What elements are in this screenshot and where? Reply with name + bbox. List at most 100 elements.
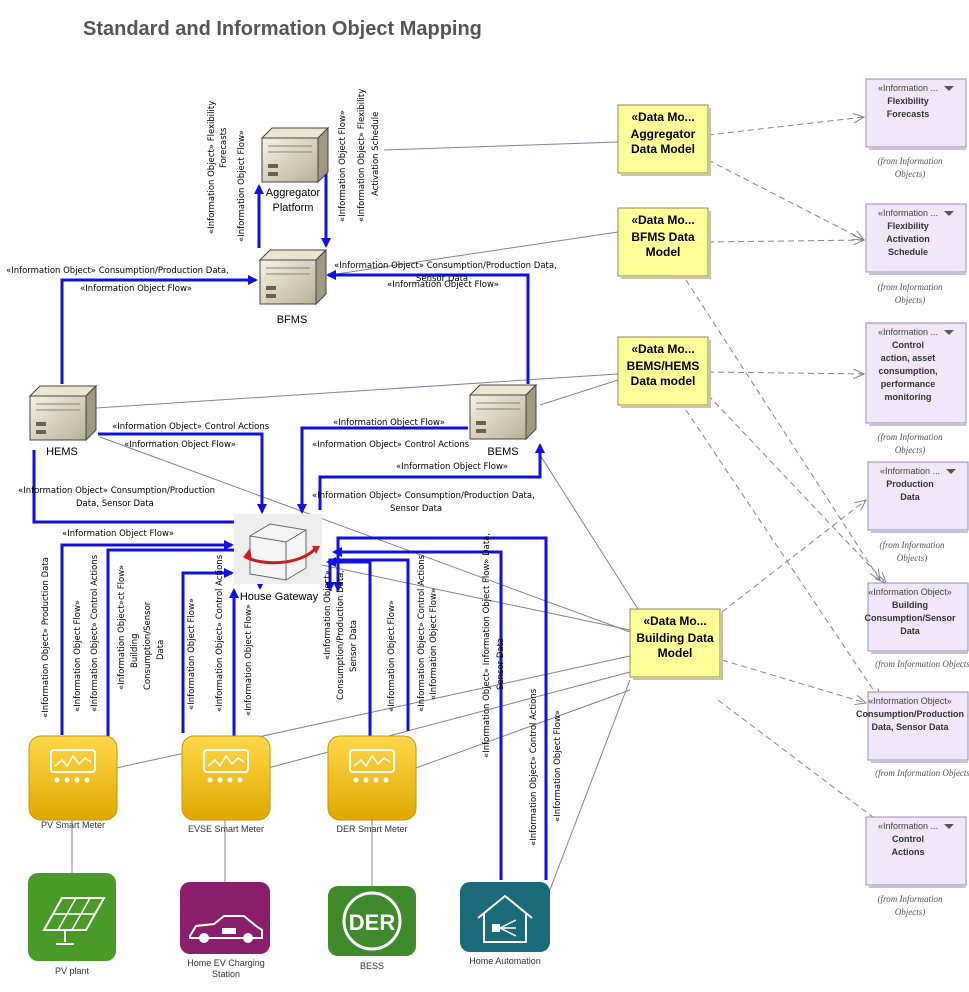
- ev-station-label-line1: Home EV Charging: [187, 958, 265, 968]
- information-object-box[interactable]: «Information ...FlexibilityActivationSch…: [865, 203, 967, 275]
- flow-label-rotated: «Information Object Flow»: [187, 598, 197, 710]
- data-model-name-line1: BFMS Data: [631, 230, 695, 244]
- information-object-stereotype: «Information ...: [880, 466, 940, 476]
- flow-label: «Information Object Flow»: [80, 284, 192, 294]
- flow-label-rotated: «Information Object Flow»: [429, 588, 439, 700]
- from-information-objects-note: (from Information: [880, 540, 945, 550]
- dependency-line: [717, 699, 890, 830]
- information-flow: [60, 275, 258, 384]
- information-object-stereotype: «Information Object»: [868, 587, 952, 597]
- flow-label-rotated: Data: [156, 640, 166, 660]
- flow-label: «Information Object» Consumption/Product…: [334, 261, 557, 271]
- flow-label-rotated: Sensor Data: [496, 638, 506, 690]
- flow-label-rotated: «Information Object» Control Actions: [529, 688, 539, 846]
- home-ev-charging-station[interactable]: Home EV Charging Station: [180, 882, 270, 979]
- information-object-name-line: Consumption/Production: [856, 709, 964, 719]
- aggregator-label-line1: Aggregator: [266, 187, 321, 199]
- information-object-stereotype: «Information ...: [878, 327, 938, 337]
- association-line: [321, 564, 631, 631]
- pv-smart-meter-label: PV Smart Meter: [41, 820, 105, 830]
- flow-labels: «Information Object» Consumption/Product…: [6, 89, 563, 846]
- flow-label: «Information Object» Consumption/Product…: [18, 486, 215, 496]
- flow-label: «Information Object Flow»: [396, 462, 508, 472]
- bess-label: BESS: [360, 961, 384, 971]
- data-model-name-line2: Model: [658, 646, 693, 660]
- association-line: [547, 679, 631, 896]
- from-information-objects-note: Objects): [895, 445, 926, 455]
- information-object-name-line: action, asset: [881, 353, 936, 363]
- flow-label: «Information Object Flow»: [387, 280, 499, 290]
- flow-label: «Information Object» Control Actions: [112, 422, 270, 432]
- dependency-line: [707, 372, 864, 374]
- home-automation[interactable]: Home Automation: [460, 882, 550, 966]
- dependency-line: [685, 279, 880, 580]
- association-line: [95, 373, 619, 409]
- flow-label-rotated: «Information Object»ct Flow»: [117, 565, 127, 690]
- from-information-objects-note: (from Information: [878, 432, 943, 442]
- pv-smart-meter[interactable]: PV Smart Meter: [28, 735, 118, 830]
- dropdown-icon: [944, 824, 954, 829]
- dependency-line: [707, 159, 864, 240]
- dependency-line: [707, 240, 864, 242]
- home-automation-label: Home Automation: [469, 956, 541, 966]
- data-model-stereotype: «Data Mo...: [631, 213, 694, 227]
- dependency-line: [685, 409, 880, 700]
- from-information-objects-note: Objects): [895, 295, 926, 305]
- page-title: Standard and Information Object Mapping: [83, 18, 482, 40]
- information-object-stereotype: «Information ...: [878, 821, 938, 831]
- aggregator-platform-node[interactable]: Aggregator Platform: [261, 127, 329, 214]
- information-flow: [326, 270, 530, 384]
- flow-label: Sensor Data: [416, 274, 468, 284]
- information-flow: [332, 547, 503, 880]
- solar-panel-icon: [42, 897, 106, 945]
- flow-label: «Information Object» Control Actions: [312, 440, 470, 450]
- flow-label: «Information Object» Consumption/Product…: [6, 266, 229, 276]
- flow-label-rotated: «Information Object» Information Object …: [482, 533, 492, 758]
- information-object-name-line: Production: [886, 479, 934, 489]
- information-object-name-line: Consumption/Sensor: [864, 613, 955, 623]
- information-flow: [60, 540, 234, 735]
- data-model-stereotype: «Data Mo...: [643, 614, 706, 628]
- dependency-line: [707, 117, 864, 136]
- information-object-name-line: performance: [881, 379, 936, 389]
- hems-node[interactable]: HEMS: [29, 385, 97, 458]
- information-object-name-line: Building: [892, 600, 928, 610]
- evse-smart-meter[interactable]: EVSE Smart Meter: [181, 735, 271, 834]
- dependency-lines: [685, 117, 890, 830]
- flow-label-rotated: «Information Object» Control Actions: [417, 554, 427, 712]
- der-smart-meter[interactable]: DER Smart Meter: [327, 735, 417, 834]
- information-object-name-line: Data: [900, 626, 921, 636]
- flow-label: Sensor Data: [390, 504, 442, 514]
- association-line: [99, 436, 631, 633]
- association-line: [415, 689, 631, 769]
- pv-plant[interactable]: PV plant: [28, 873, 116, 976]
- data-model-stereotype: «Data Mo...: [631, 110, 694, 124]
- bfms-node[interactable]: BFMS: [259, 249, 327, 326]
- information-object-box[interactable]: «Information Object»Consumption/Producti…: [856, 691, 969, 763]
- evse-smart-meter-label: EVSE Smart Meter: [188, 824, 264, 834]
- aggregator-label-line2: Platform: [273, 202, 314, 214]
- bems-node[interactable]: BEMS: [469, 384, 537, 458]
- information-flow: [318, 443, 545, 510]
- data-model-name-line2: Data Model: [631, 142, 695, 156]
- information-flow: [98, 432, 267, 514]
- der-circle-icon: [342, 891, 402, 951]
- information-object-box[interactable]: «Information Object» BuildingConsumption/…: [864, 582, 969, 654]
- pv-plant-label: PV plant: [55, 966, 90, 976]
- data-model-name-line1: Aggregator: [631, 127, 696, 141]
- house-gateway-node[interactable]: House Gateway: [234, 514, 322, 603]
- car-icon: [189, 915, 263, 943]
- house-gateway-label: House Gateway: [240, 591, 319, 603]
- bfms-label: BFMS: [277, 314, 308, 326]
- bess[interactable]: DER BESS: [328, 886, 416, 971]
- flow-label-rotated: «Information Object» Production Data: [41, 557, 51, 718]
- dependency-line: [721, 500, 866, 613]
